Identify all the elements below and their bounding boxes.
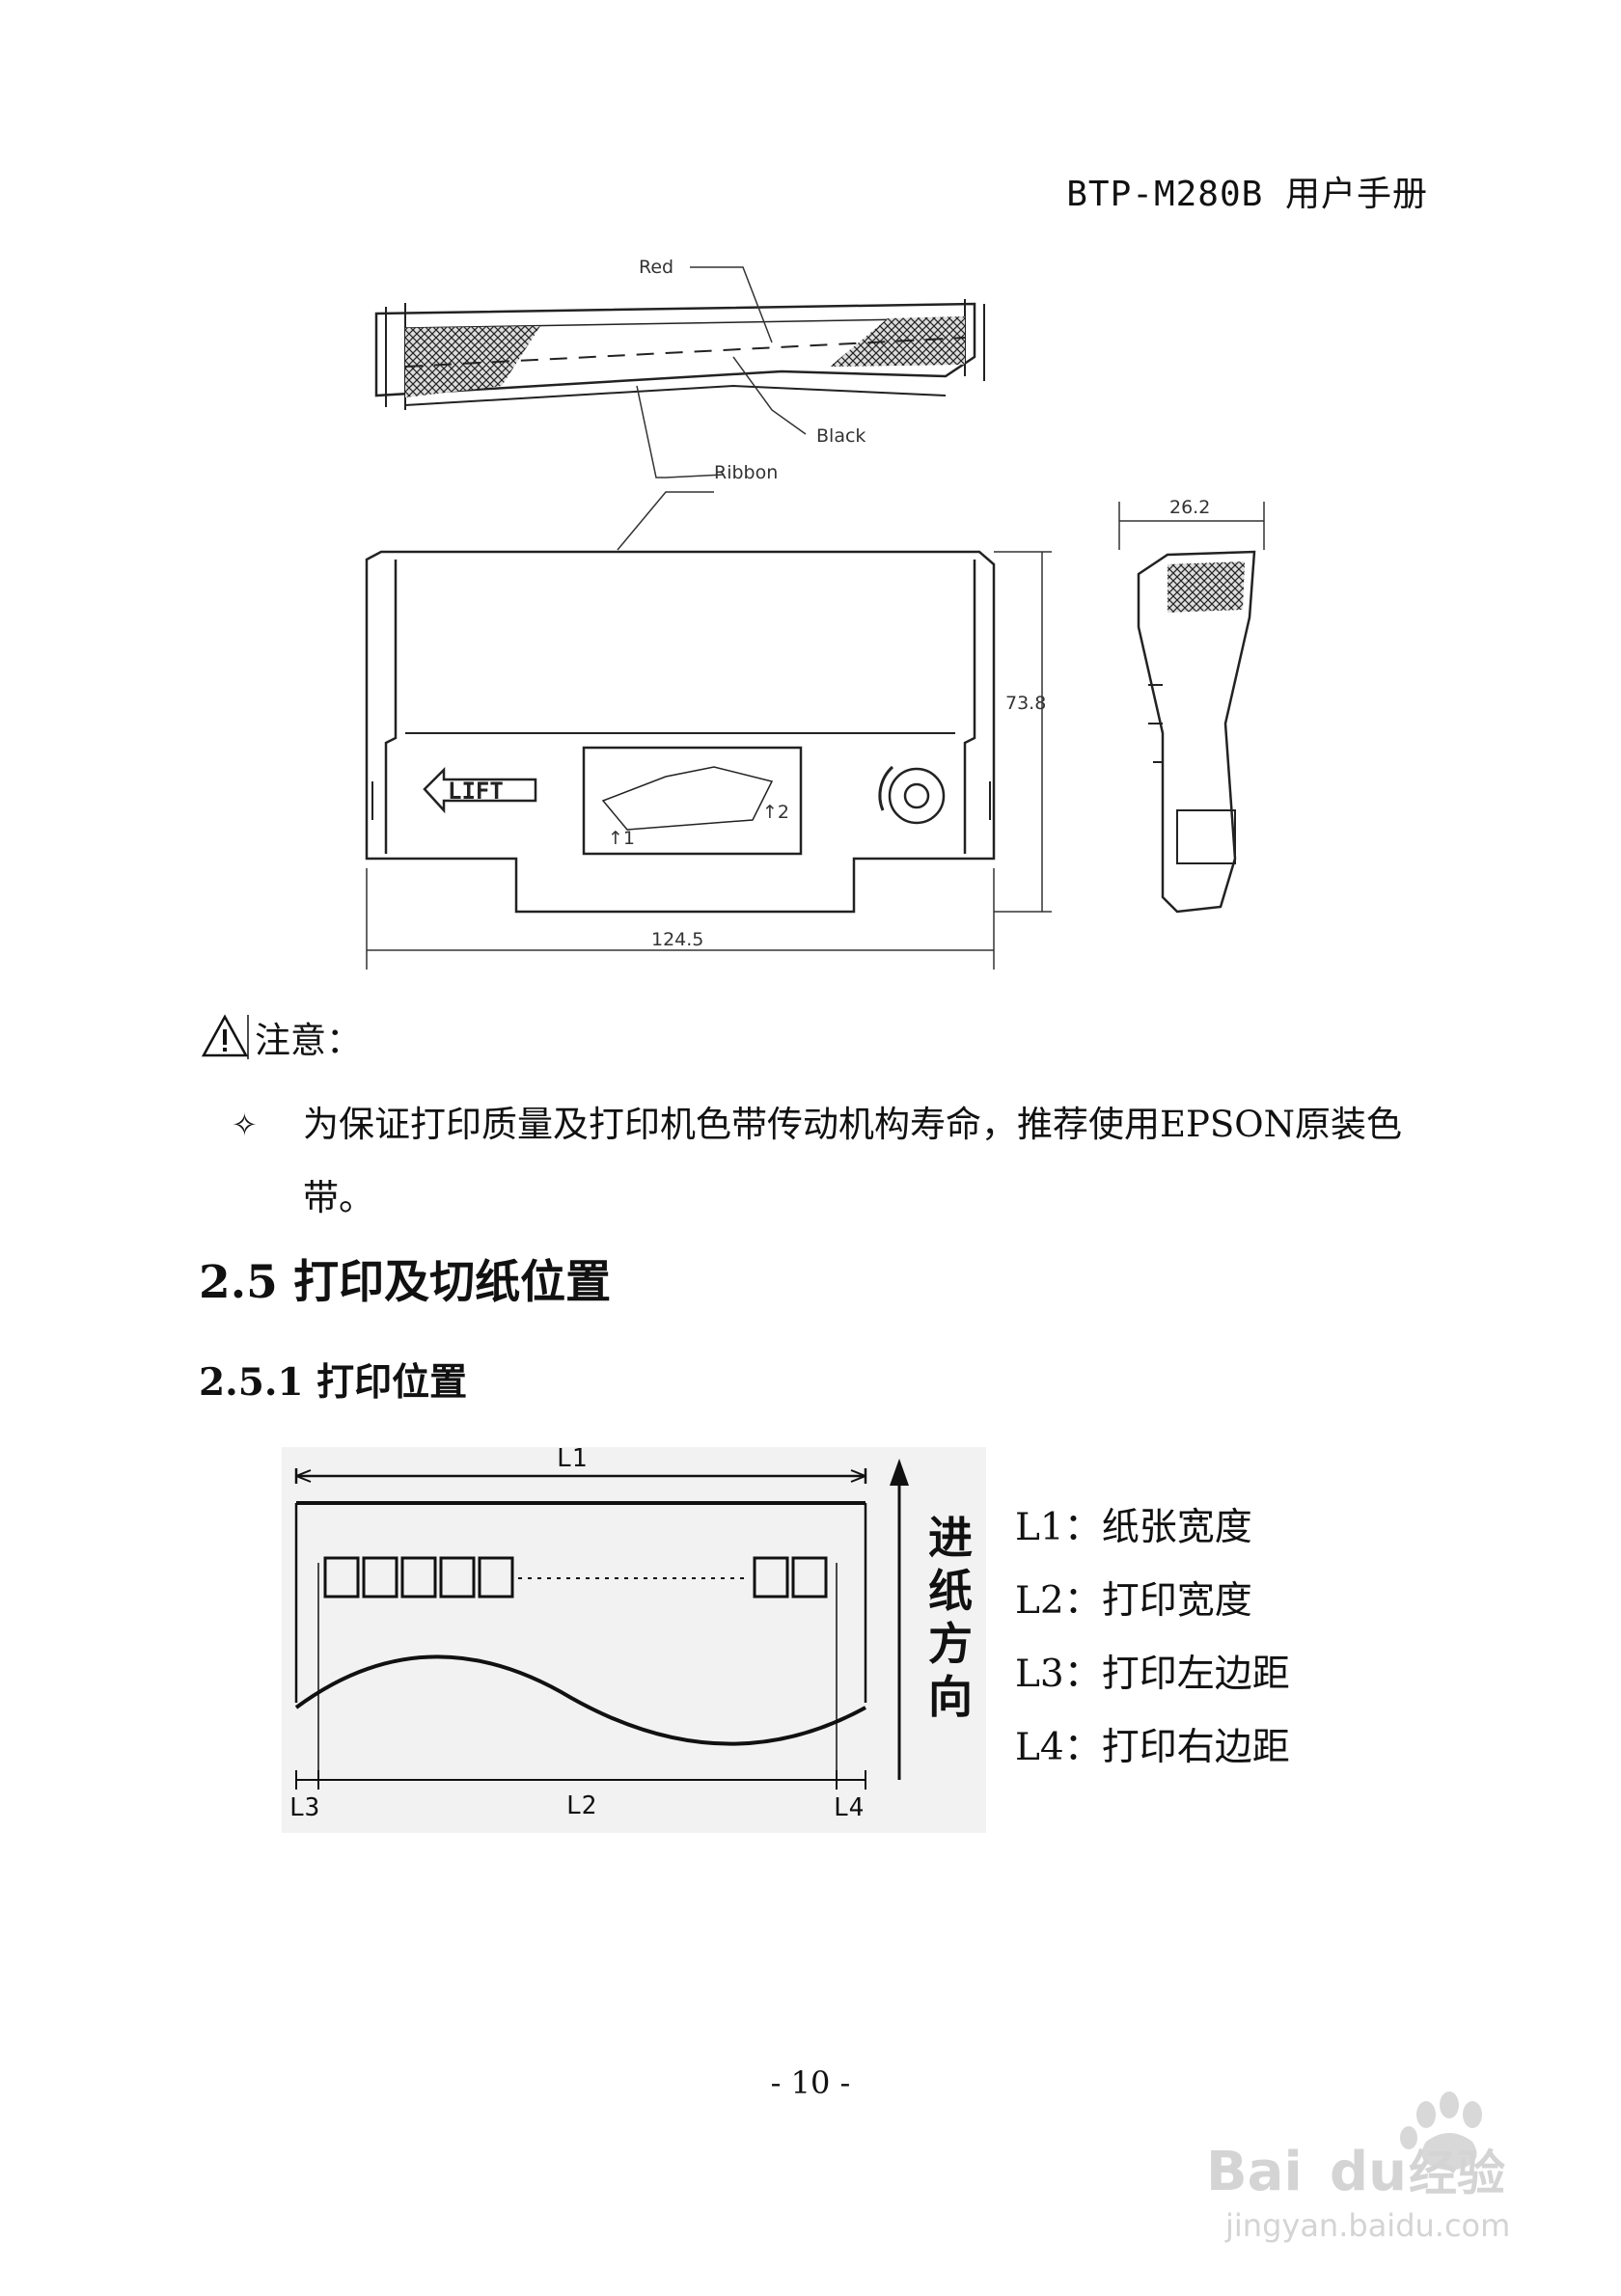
label-black: Black xyxy=(816,425,865,447)
note-text: 为保证打印质量及打印机色带传动机构寿命，推荐使用EPSON原装色带。 xyxy=(303,1104,1402,1218)
label-l1: L1 xyxy=(557,1447,587,1473)
warning-icon xyxy=(201,1014,249,1059)
label-arrow-1: ↑1 xyxy=(608,828,635,849)
lift-arrow-icon: LIFT xyxy=(423,766,537,814)
note-bullet: ✧ 为保证打印质量及打印机色带传动机构寿命，推荐使用EPSON原装色带。 xyxy=(232,1088,1418,1235)
print-position-figure: L1 L2 L3 L4 进 纸 方 向 xyxy=(282,1447,986,1833)
print-position-legend: L1：纸张宽度 L2：打印宽度 L3：打印左边距 L4：打印右边距 xyxy=(1015,1491,1290,1785)
label-l4: L4 xyxy=(834,1793,864,1822)
label-l2: L2 xyxy=(566,1791,596,1820)
bullet-diamond-icon: ✧ xyxy=(232,1107,258,1143)
dimension-depth: 26.2 xyxy=(1169,497,1210,518)
feed-direction-char-2: 纸 xyxy=(928,1565,973,1617)
legend-item-l1: L1：纸张宽度 xyxy=(1015,1506,1252,1549)
legend-item-l3: L3：打印左边距 xyxy=(1015,1653,1290,1696)
feed-direction-arrow-icon xyxy=(890,1459,909,1780)
label-red: Red xyxy=(639,257,673,278)
dimension-height: 73.8 xyxy=(1005,693,1046,714)
feed-direction-char-4: 向 xyxy=(928,1671,973,1723)
dimension-width: 124.5 xyxy=(651,929,703,950)
svg-text:du: du xyxy=(1330,2141,1407,2203)
ribbon-hatched-left xyxy=(405,326,540,397)
baidu-jingyan-watermark-logo: Bai du 经验 jingyan.baidu.com xyxy=(1206,2091,1510,2244)
feed-direction-char-1: 进 xyxy=(928,1512,973,1564)
print-char-cells xyxy=(323,1556,828,1599)
ribbon-cartridge-figure: Red Black Ribbon LIFT ↑1 ↑2 124.5 73.8 2… xyxy=(365,257,1265,970)
side-ribbon-hatched xyxy=(1168,561,1245,613)
label-arrow-2: ↑2 xyxy=(762,802,789,823)
subsection-heading: 2.5.1 打印位置 xyxy=(199,1360,468,1405)
svg-text:经验: 经验 xyxy=(1409,2146,1505,2201)
label-l3: L3 xyxy=(289,1793,319,1822)
note-heading: 注意： xyxy=(201,1011,362,1063)
section-heading: 2.5 打印及切纸位置 xyxy=(199,1256,612,1309)
legend-item-l4: L4：打印右边距 xyxy=(1015,1726,1290,1769)
svg-text:Bai: Bai xyxy=(1206,2141,1303,2203)
page-number: - 10 - xyxy=(770,2064,851,2101)
feed-direction-char-3: 方 xyxy=(928,1618,973,1670)
svg-text:jingyan.baidu.com: jingyan.baidu.com xyxy=(1224,2207,1510,2244)
legend-item-l2: L2：打印宽度 xyxy=(1015,1579,1252,1623)
note-title: 注意： xyxy=(255,1020,362,1061)
label-ribbon: Ribbon xyxy=(714,462,778,483)
label-lift: LIFT xyxy=(448,778,504,805)
page-header-title: BTP-M280B 用户手册 xyxy=(1066,175,1428,214)
